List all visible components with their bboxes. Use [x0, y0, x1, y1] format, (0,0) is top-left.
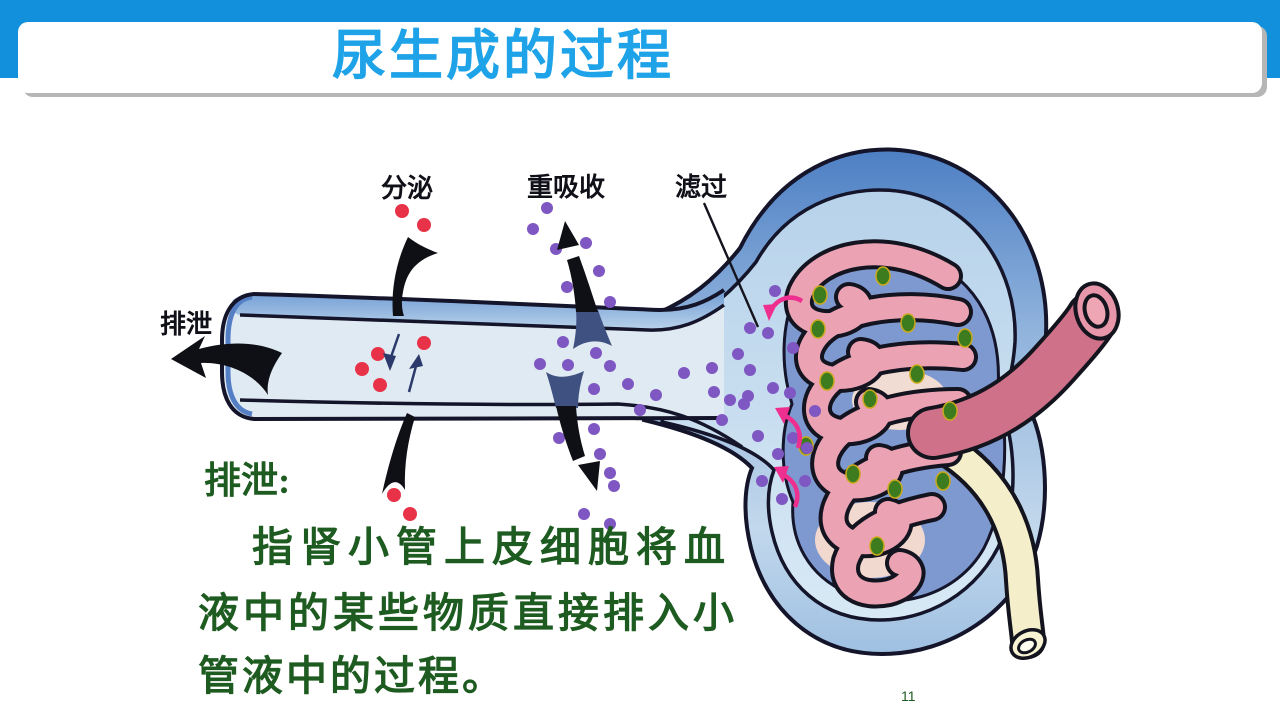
secretion-arrow-lower	[382, 413, 415, 494]
purple-dots	[527, 202, 821, 530]
capillary-loops	[784, 239, 978, 609]
green-dots	[798, 266, 973, 556]
label-secretion: 分泌	[381, 174, 433, 204]
excretion-arrow	[171, 336, 282, 395]
page-title: 尿生成的过程	[332, 26, 674, 86]
tubule-outline	[220, 288, 726, 422]
process-arrows	[171, 202, 760, 494]
secretion-inner-arrows	[383, 333, 423, 393]
filtration-arrows	[763, 295, 804, 508]
caption-heading: 排泄:	[204, 461, 291, 502]
reabsorption-arrow-lower-base	[546, 371, 584, 408]
red-dots	[355, 204, 431, 521]
collecting-duct	[927, 430, 1047, 661]
reabsorption-arrow-upper-base	[573, 310, 612, 349]
filtration-pointer-line	[702, 202, 760, 328]
label-filtration: 滤过	[675, 173, 727, 203]
page-number: 11	[901, 688, 916, 704]
caption-line: 液中的某些物质直接排入小	[198, 590, 738, 636]
reabsorption-arrowhead-lower	[578, 461, 600, 491]
caption-line: 指肾小管上皮细胞将血	[252, 524, 732, 570]
reabsorption-arrowhead-upper	[557, 221, 579, 250]
diagram-labels: 分泌 重吸收 滤过 排泄	[160, 173, 727, 340]
title-card	[18, 22, 1262, 93]
caption-line: 管液中的过程。	[198, 653, 506, 699]
secretion-arrow-upper	[392, 237, 438, 316]
reabsorption-arrow-lower	[556, 406, 585, 461]
reabsorption-arrow-upper	[567, 256, 598, 312]
label-excretion: 排泄	[160, 310, 212, 340]
glomerulus	[781, 239, 1121, 661]
blood-vessel	[906, 281, 1121, 460]
label-reabsorption: 重吸收	[527, 173, 605, 203]
